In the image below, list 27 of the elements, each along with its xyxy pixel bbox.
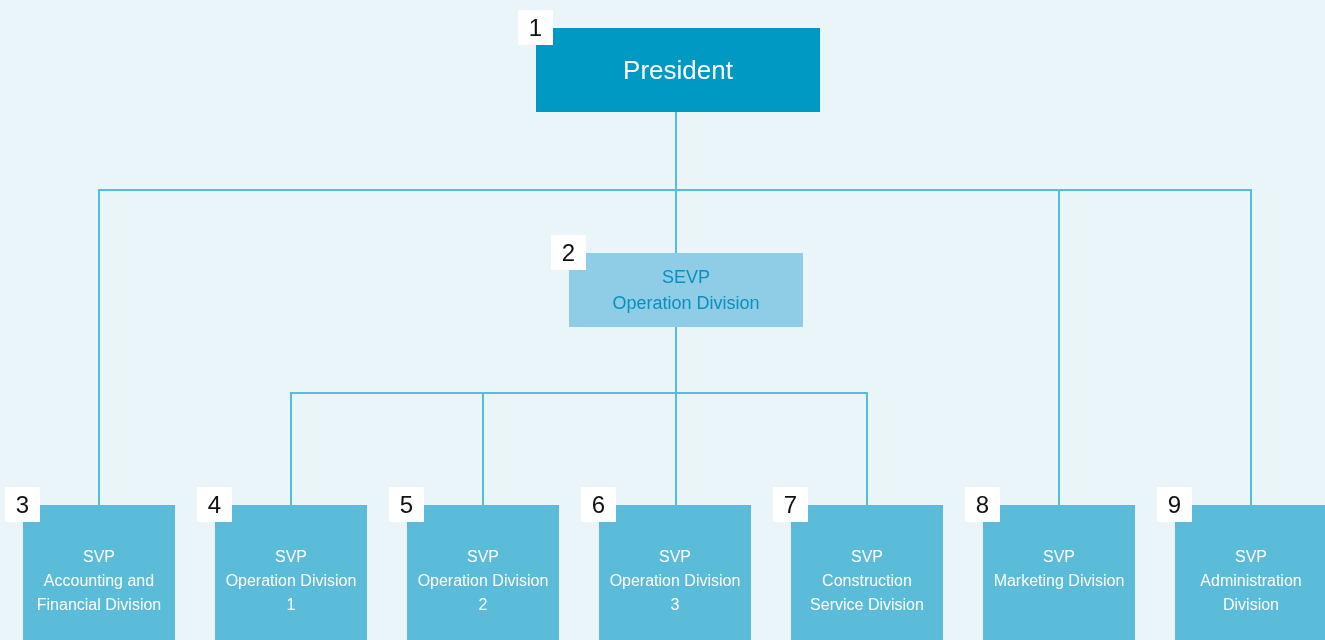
division-name: Operation Division 3 [608, 571, 742, 615]
callout-number: 5 [389, 487, 424, 522]
role-title: SVP [467, 547, 499, 567]
callout-number: 8 [965, 487, 1000, 522]
division-name: Accounting and Financial Division [35, 571, 163, 615]
role-title: President [623, 54, 733, 86]
callout-number: 4 [197, 487, 232, 522]
role-title: SVP [275, 547, 307, 567]
callout-number: 6 [581, 487, 616, 522]
division-name: Operation Division 1 [224, 571, 358, 615]
division-name: Marketing Division [993, 571, 1125, 591]
role-title: SVP [1043, 547, 1075, 567]
connector-line [675, 326, 868, 506]
callout-number: 7 [773, 487, 808, 522]
role-title: SVP [1235, 547, 1267, 567]
callout-number: 3 [5, 487, 40, 522]
division-name: Construction Service Division [809, 571, 925, 615]
callout-number: 9 [1157, 487, 1192, 522]
role-title: SVP [659, 547, 691, 567]
division-name: Operation Division 2 [416, 571, 550, 615]
callout-number: 1 [518, 10, 553, 45]
role-title: SEVP [662, 265, 710, 289]
division-name: Operation Division [612, 292, 760, 315]
division-name: Administration Division [1199, 571, 1303, 615]
role-title: SVP [83, 547, 115, 567]
role-title: SVP [851, 547, 883, 567]
callout-number: 2 [551, 235, 586, 270]
